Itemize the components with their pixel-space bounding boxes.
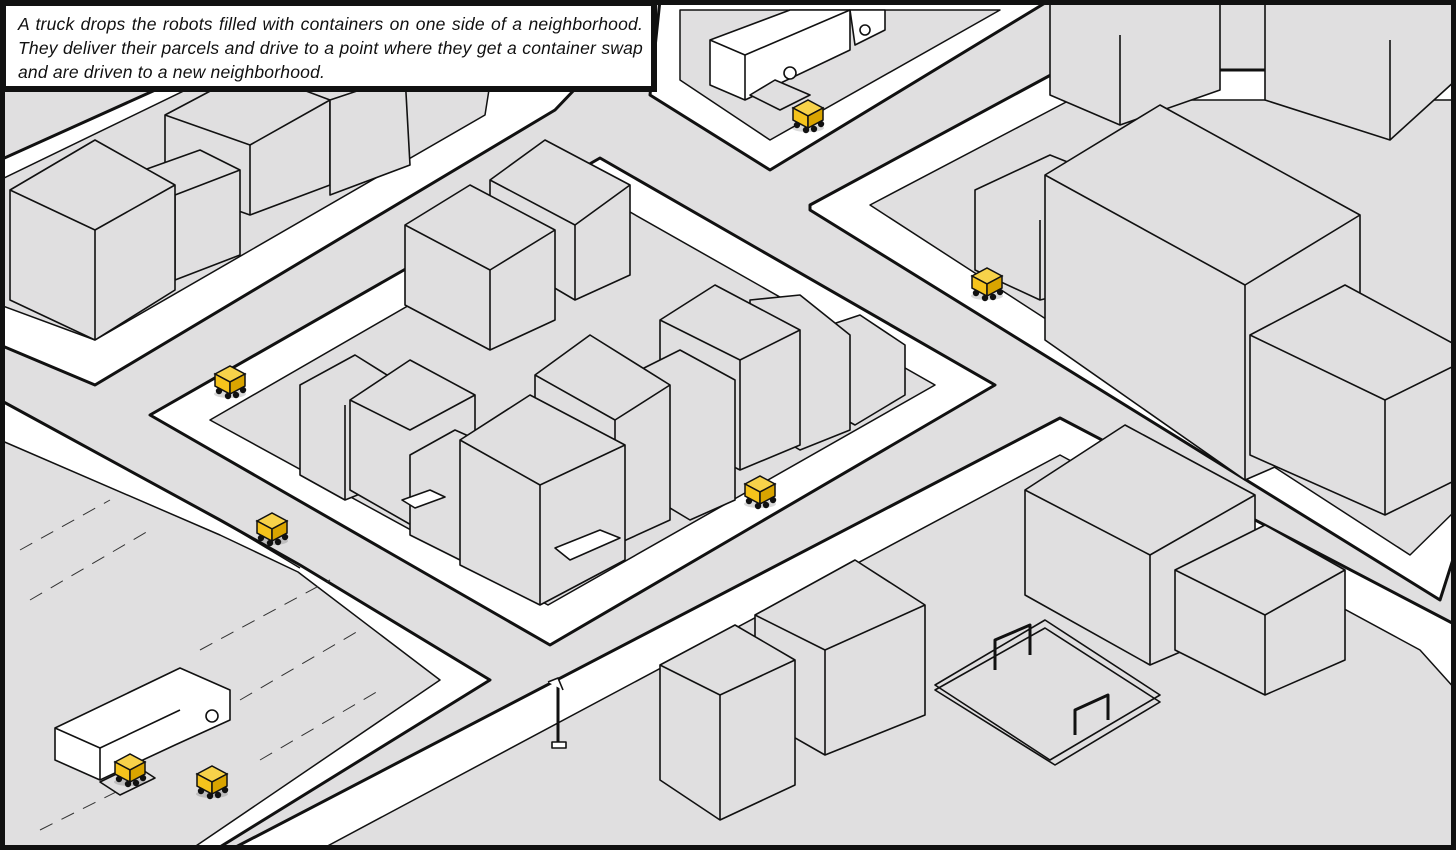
- caption-box: A truck drops the robots filled with con…: [3, 3, 657, 92]
- caption-text: A truck drops the robots filled with con…: [18, 14, 643, 82]
